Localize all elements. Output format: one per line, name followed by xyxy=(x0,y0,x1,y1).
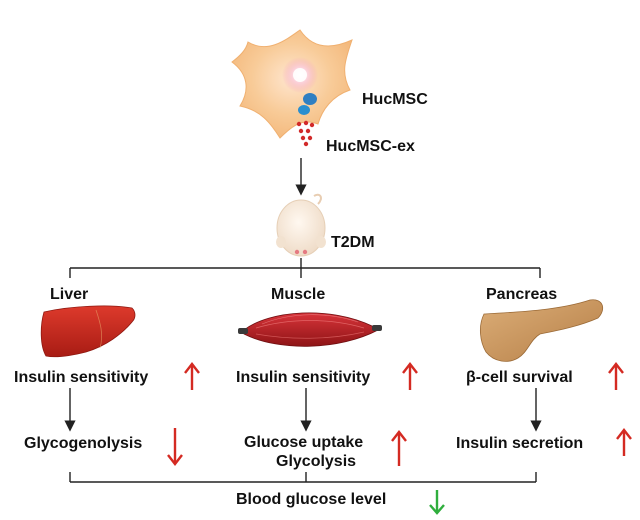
t2dm-label: T2DM xyxy=(331,234,375,251)
exosome-dots-icon xyxy=(296,120,315,147)
hucmsc-cell-icon xyxy=(231,29,353,139)
muscle-effect2-line1-label: Glucose uptake xyxy=(244,434,363,451)
muscle-effect2-up-arrow-icon xyxy=(391,430,407,466)
hucmsc-ex-label: HucMSC-ex xyxy=(326,138,415,155)
muscle-label: Muscle xyxy=(271,286,325,303)
pancreas-label: Pancreas xyxy=(486,286,557,303)
mouse-icon xyxy=(276,193,326,257)
outcome-down-arrow-icon xyxy=(429,490,445,515)
liver-effect1-up-arrow-icon xyxy=(184,362,200,390)
hucmsc-label: HucMSC xyxy=(362,91,428,108)
pancreas-effect1-label: β-cell survival xyxy=(466,369,573,386)
muscle-effect1-label: Insulin sensitivity xyxy=(236,369,370,386)
liver-effect2-down-arrow-icon xyxy=(167,428,183,466)
pancreas-effect2-label: Insulin secretion xyxy=(456,435,583,452)
liver-label: Liver xyxy=(50,286,88,303)
outcome-label: Blood glucose level xyxy=(236,491,386,508)
muscle-effect1-up-arrow-icon xyxy=(402,362,418,390)
pancreas-icon xyxy=(480,299,604,362)
liver-effect1-label: Insulin sensitivity xyxy=(14,369,148,386)
pancreas-effect2-up-arrow-icon xyxy=(616,428,632,456)
liver-icon xyxy=(40,305,136,358)
pancreas-effect1-up-arrow-icon xyxy=(608,362,624,390)
muscle-effect2-line2-label: Glycolysis xyxy=(276,453,356,470)
liver-effect2-label: Glycogenolysis xyxy=(24,435,142,452)
muscle-icon xyxy=(238,312,382,347)
branch-bracket xyxy=(69,258,541,278)
converge-bracket xyxy=(69,472,537,483)
